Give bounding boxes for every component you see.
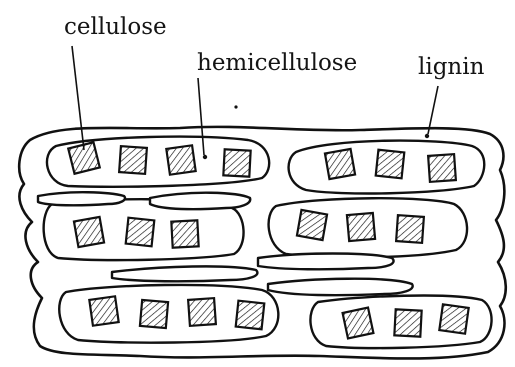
hemicellulose-sliver [38,192,125,205]
cellulose-fibril [89,296,118,325]
hemicellulose-sliver [258,254,394,270]
cellulose-fibril [297,210,327,240]
hemicellulose-leader-dot [203,155,207,159]
stray-mark [234,105,237,108]
cellulose-fibril [119,146,147,174]
cellulose-fibril [428,154,456,182]
cellulose-leader-line [72,46,84,150]
cellulose-fibril [140,300,168,328]
cellulose-fibril [396,215,424,243]
cellulose-fibril [394,309,421,336]
cellulose-fibril [166,145,195,174]
hemicellulose-sliver [268,279,413,295]
cellulose-fibril [223,149,250,176]
cellulose-fibril [236,301,265,330]
hemicellulose-label: hemicellulose [197,50,357,76]
cellulose-fibril [343,308,374,339]
hemicellulose-sliver [112,266,257,281]
cellulose-fibril [188,298,216,326]
cellulose-fibril [325,149,355,179]
cellulose-fibril [439,304,468,333]
lignin-leader-dot [425,134,429,138]
lignin-label: lignin [418,54,485,80]
cellulose-label: cellulose [64,14,167,40]
cellulose-fibril [376,150,405,179]
cellulose-fibril [74,217,104,247]
cellulose-fibril [347,213,375,241]
cellulose-fibril [126,218,155,247]
hemicellulose-sliver [150,193,250,209]
lignin-leader-line [428,86,438,134]
cellulose-fibril [171,220,198,247]
